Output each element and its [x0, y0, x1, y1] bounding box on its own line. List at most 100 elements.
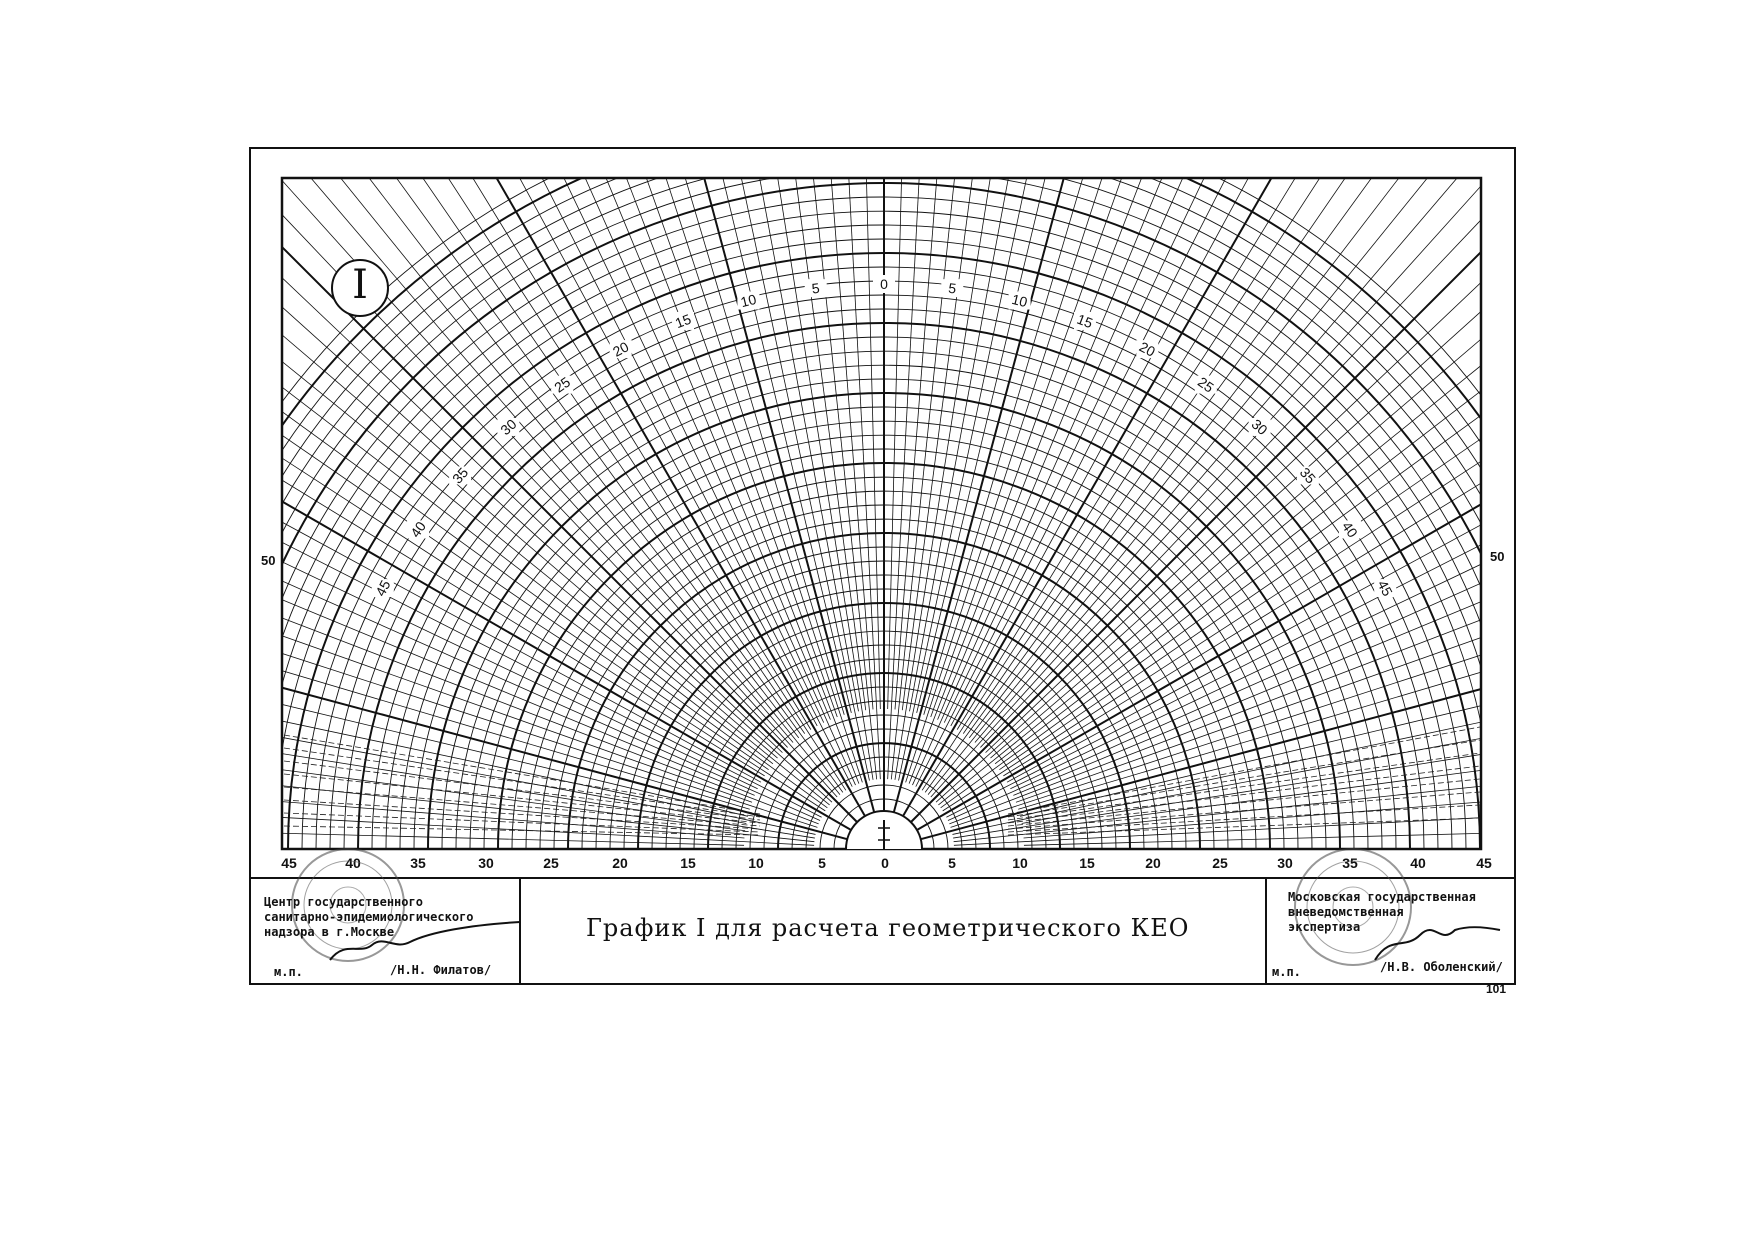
grid-ray	[684, 178, 845, 715]
grid-ray	[563, 178, 825, 723]
grid-ray	[994, 390, 1481, 765]
grid-ray	[887, 178, 920, 780]
bottom-scale-label: 25	[543, 855, 559, 871]
side-label-left: 50	[261, 553, 276, 568]
dashed-band-line	[283, 760, 761, 821]
grid-ray	[282, 817, 815, 846]
grid-ray	[795, 178, 867, 711]
left-mp-label: м.п.	[274, 965, 303, 979]
grid-ray	[999, 438, 1481, 771]
grid-ray	[541, 178, 853, 787]
angle-label-bg	[1194, 375, 1217, 394]
angle-label-bg	[1374, 579, 1397, 598]
grid-ray	[946, 544, 1481, 818]
angle-label-bg	[672, 311, 695, 330]
angle-label: 15	[673, 311, 693, 332]
grid-ray	[1006, 524, 1481, 783]
graph-numeral: I	[352, 262, 368, 308]
grid-ray	[665, 178, 863, 783]
grid-ray	[282, 599, 755, 796]
grid-ray	[495, 178, 866, 817]
side-label-right: 50	[1490, 549, 1505, 564]
grid-ray	[282, 334, 778, 759]
bottom-scale-label: 5	[818, 855, 826, 871]
grid-ray	[1015, 637, 1481, 803]
grid-ray	[310, 178, 794, 743]
grid-ray	[282, 360, 830, 806]
grid-ray	[902, 178, 1273, 817]
grid-ray	[722, 178, 852, 713]
grid-ray	[422, 178, 806, 734]
grid-ray	[519, 178, 818, 727]
angle-label: 0	[880, 276, 888, 292]
page-number: 101	[1486, 982, 1507, 996]
grid-ray	[890, 178, 955, 780]
grid-ray	[968, 178, 1400, 739]
dashed-band-line	[1007, 739, 1481, 818]
grid-ray	[282, 541, 822, 818]
grid-ray	[1023, 801, 1481, 839]
bottom-scale-label: 15	[680, 855, 696, 871]
angle-label: 40	[1339, 518, 1361, 540]
bottom-scale-label: 20	[1145, 855, 1161, 871]
grid-arc	[282, 178, 1481, 534]
angle-label-bg	[1338, 520, 1361, 539]
grid-ray	[930, 178, 1123, 718]
angle-label-bg	[804, 279, 827, 298]
right-org-line: вневедомственная	[1288, 905, 1404, 919]
grid-ray	[898, 178, 1028, 781]
right-stamp	[1294, 848, 1412, 966]
bottom-scale-label: 35	[1342, 855, 1358, 871]
grid-ray	[703, 178, 876, 813]
angle-label-bg	[1073, 311, 1096, 330]
grid-ray	[282, 720, 816, 835]
dashed-band-line	[1007, 752, 1481, 821]
left-org-line: Центр государственного	[264, 895, 423, 909]
grid-ray	[935, 310, 1481, 803]
dashed-band-line	[1007, 778, 1481, 827]
right-org-block: Московская государственная вневедомствен…	[1288, 890, 1476, 935]
angle-label-bg	[1136, 340, 1159, 359]
bottom-scale-label: 30	[478, 855, 494, 871]
grid-ray	[282, 635, 753, 803]
grid-ray	[909, 178, 1009, 712]
angle-label: 15	[1075, 311, 1095, 332]
left-signature	[329, 921, 521, 961]
grid-ray	[472, 178, 812, 730]
dashed-band-line	[1007, 804, 1481, 833]
dashed-band-line	[283, 734, 761, 815]
grid-ray	[282, 479, 765, 777]
angle-label: 20	[610, 338, 631, 360]
grid-ray	[990, 338, 1481, 759]
grid-ray	[759, 178, 859, 712]
grid-ray	[282, 245, 858, 823]
left-org-line: надзора в г.Москве	[264, 925, 395, 939]
angle-label-bg	[609, 340, 632, 359]
grid-ray	[947, 582, 1481, 821]
polar-grid	[282, 178, 1481, 849]
grid-ray	[953, 785, 1481, 843]
left-org-block: Центр государственного санитарно-эпидеми…	[264, 895, 474, 940]
grid-ray	[395, 178, 844, 793]
bottom-scale-label: 40	[345, 855, 361, 871]
grid-ray	[282, 769, 746, 832]
grid-ray	[368, 178, 800, 739]
dashed-band-line	[1007, 765, 1481, 824]
left-signatory-name: /Н.Н. Филатов/	[390, 963, 492, 977]
grid-ray	[848, 178, 881, 780]
grid-ray	[282, 617, 819, 825]
grid-ray	[938, 365, 1481, 806]
grid-ray	[282, 561, 758, 790]
grid-ray	[1023, 832, 1481, 846]
grid-ray	[282, 386, 774, 765]
angle-label-bg	[1296, 466, 1319, 485]
grid-ray	[645, 178, 838, 718]
grid-ray	[927, 178, 1428, 795]
grid-ray	[937, 178, 1163, 720]
grid-ray	[830, 178, 874, 710]
grid-ray	[910, 250, 1481, 823]
grid-ray	[974, 178, 1458, 743]
right-mp-label: м.п.	[1272, 965, 1301, 979]
